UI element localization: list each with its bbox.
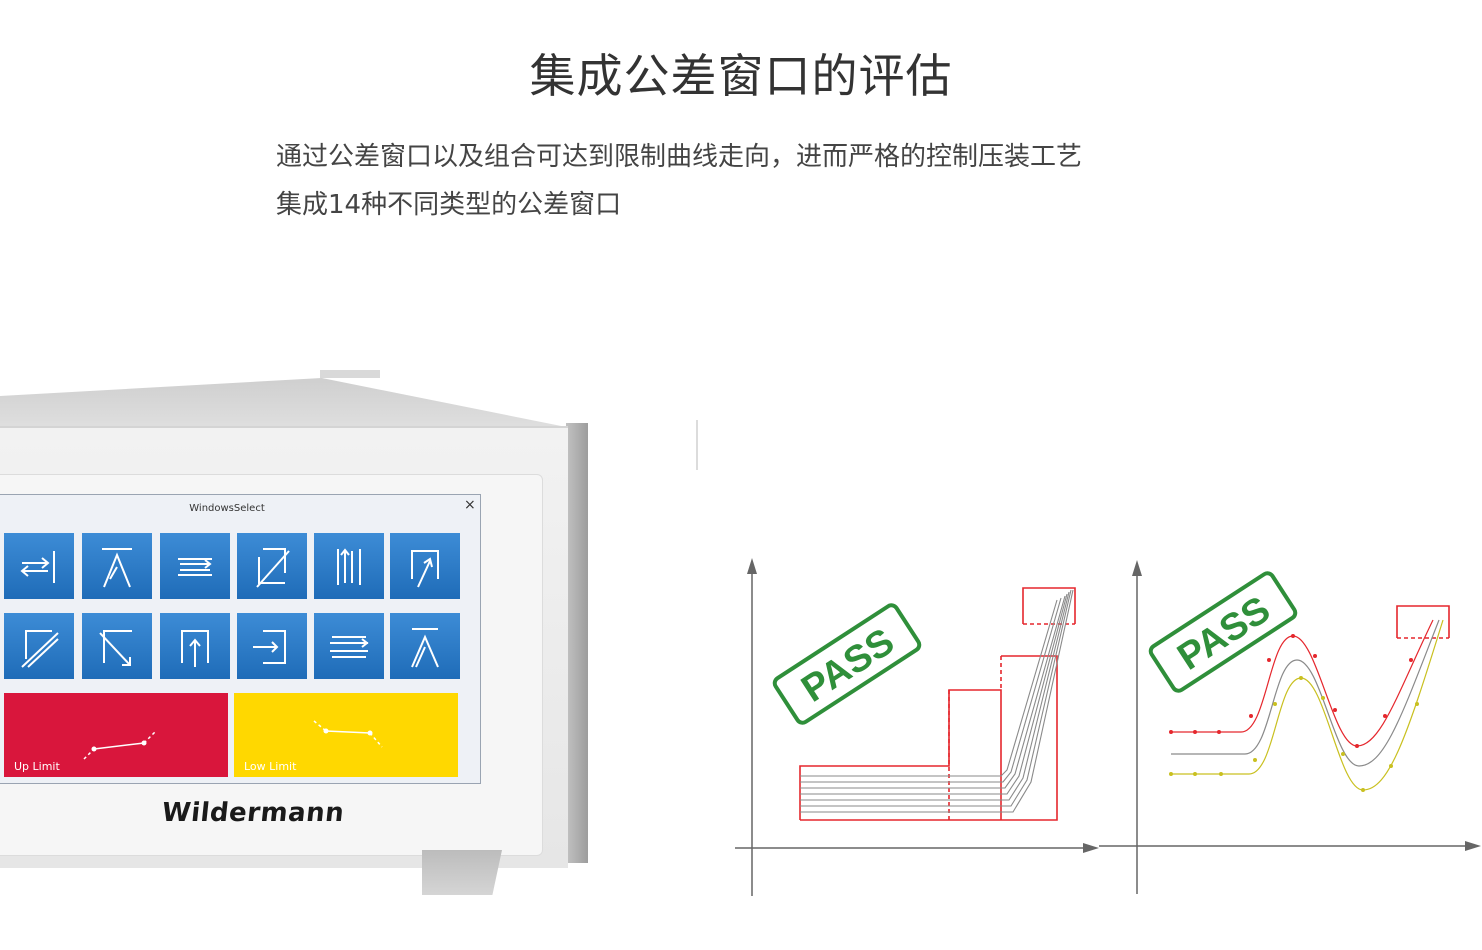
right-nominal-curve	[1171, 619, 1440, 767]
left-y-axis-arrow-icon	[747, 558, 757, 574]
left-x-axis-arrow-icon	[1083, 843, 1099, 853]
right-y-axis-arrow-icon	[1132, 560, 1142, 576]
right-x-axis-arrow-icon	[1465, 841, 1481, 851]
screen-title: WindowsSelect	[189, 503, 265, 514]
tile-exit-corner[interactable]	[82, 613, 152, 679]
right-upper-band	[1171, 619, 1434, 747]
tile-pass-through-top[interactable]	[82, 533, 152, 599]
left-chart: PASS	[735, 558, 1099, 896]
right-lower-band	[1171, 619, 1444, 791]
window-horizontal-double-icon	[178, 558, 212, 576]
low-limit-button[interactable]: Low Limit	[234, 693, 458, 777]
press-monitor-device: WindowsSelect ×	[0, 368, 600, 898]
window-enter-bottom-icon	[411, 550, 439, 588]
brand-logo: Wildermann	[160, 798, 346, 828]
window-enter-up-icon	[181, 630, 209, 667]
window-diagonal-down-icon	[21, 630, 59, 668]
right-lower-points	[1169, 676, 1419, 792]
up-limit-curve-icon	[83, 730, 157, 760]
window-vertical-double-icon	[337, 548, 361, 585]
tile-horizontal-double[interactable]	[160, 533, 230, 599]
low-limit-label: Low Limit	[244, 760, 297, 773]
close-icon[interactable]: ×	[464, 497, 476, 513]
window-diagonal-icon	[256, 548, 290, 588]
left-window-2	[800, 655, 1058, 821]
tile-diagonal-down[interactable]	[4, 613, 74, 679]
right-upper-points	[1169, 634, 1413, 748]
window-exit-corner-icon	[99, 630, 132, 666]
window-pass-through-top-icon	[102, 548, 132, 588]
left-stamp-border	[772, 603, 922, 725]
tile-peak[interactable]	[390, 613, 460, 679]
left-pass-stamp: PASS	[772, 603, 922, 725]
device-side-panel	[566, 423, 588, 863]
tolerance-window-charts: PASS PASS	[696, 420, 1481, 896]
tile-pass-through-right[interactable]	[4, 533, 74, 599]
touch-screen: WindowsSelect ×	[0, 494, 481, 784]
right-pass-stamp: PASS	[1148, 571, 1298, 693]
tile-enter-left[interactable]	[237, 613, 307, 679]
window-enter-left-icon	[253, 630, 286, 664]
description-line-1: 通过公差窗口以及组合可达到限制曲线走向，进而严格的控制压装工艺	[276, 142, 1083, 172]
right-exit-window	[1396, 605, 1450, 638]
left-exit-window	[1022, 587, 1076, 624]
tile-horizontal-crossing[interactable]	[314, 613, 384, 679]
tile-enter-bottom[interactable]	[390, 533, 460, 599]
right-stamp-border	[1148, 571, 1298, 693]
tile-diagonal[interactable]	[237, 533, 307, 599]
device-top-tab	[320, 370, 380, 378]
window-peak-icon	[411, 628, 439, 668]
description-line-2: 集成14种不同类型的公差窗口	[276, 190, 622, 220]
up-limit-label: Up Limit	[14, 760, 60, 773]
window-horizontal-crossing-icon	[330, 636, 369, 658]
page-title: 集成公差窗口的评估	[529, 49, 953, 103]
window-pass-through-right-icon	[20, 551, 55, 583]
tile-vertical-double[interactable]	[314, 533, 384, 599]
left-curve-bundle	[800, 589, 1074, 813]
tile-enter-up[interactable]	[160, 613, 230, 679]
right-chart: PASS	[1099, 560, 1481, 894]
up-limit-button[interactable]: Up Limit	[4, 693, 228, 777]
device-foot	[422, 850, 502, 895]
low-limit-curve-icon	[313, 720, 383, 748]
